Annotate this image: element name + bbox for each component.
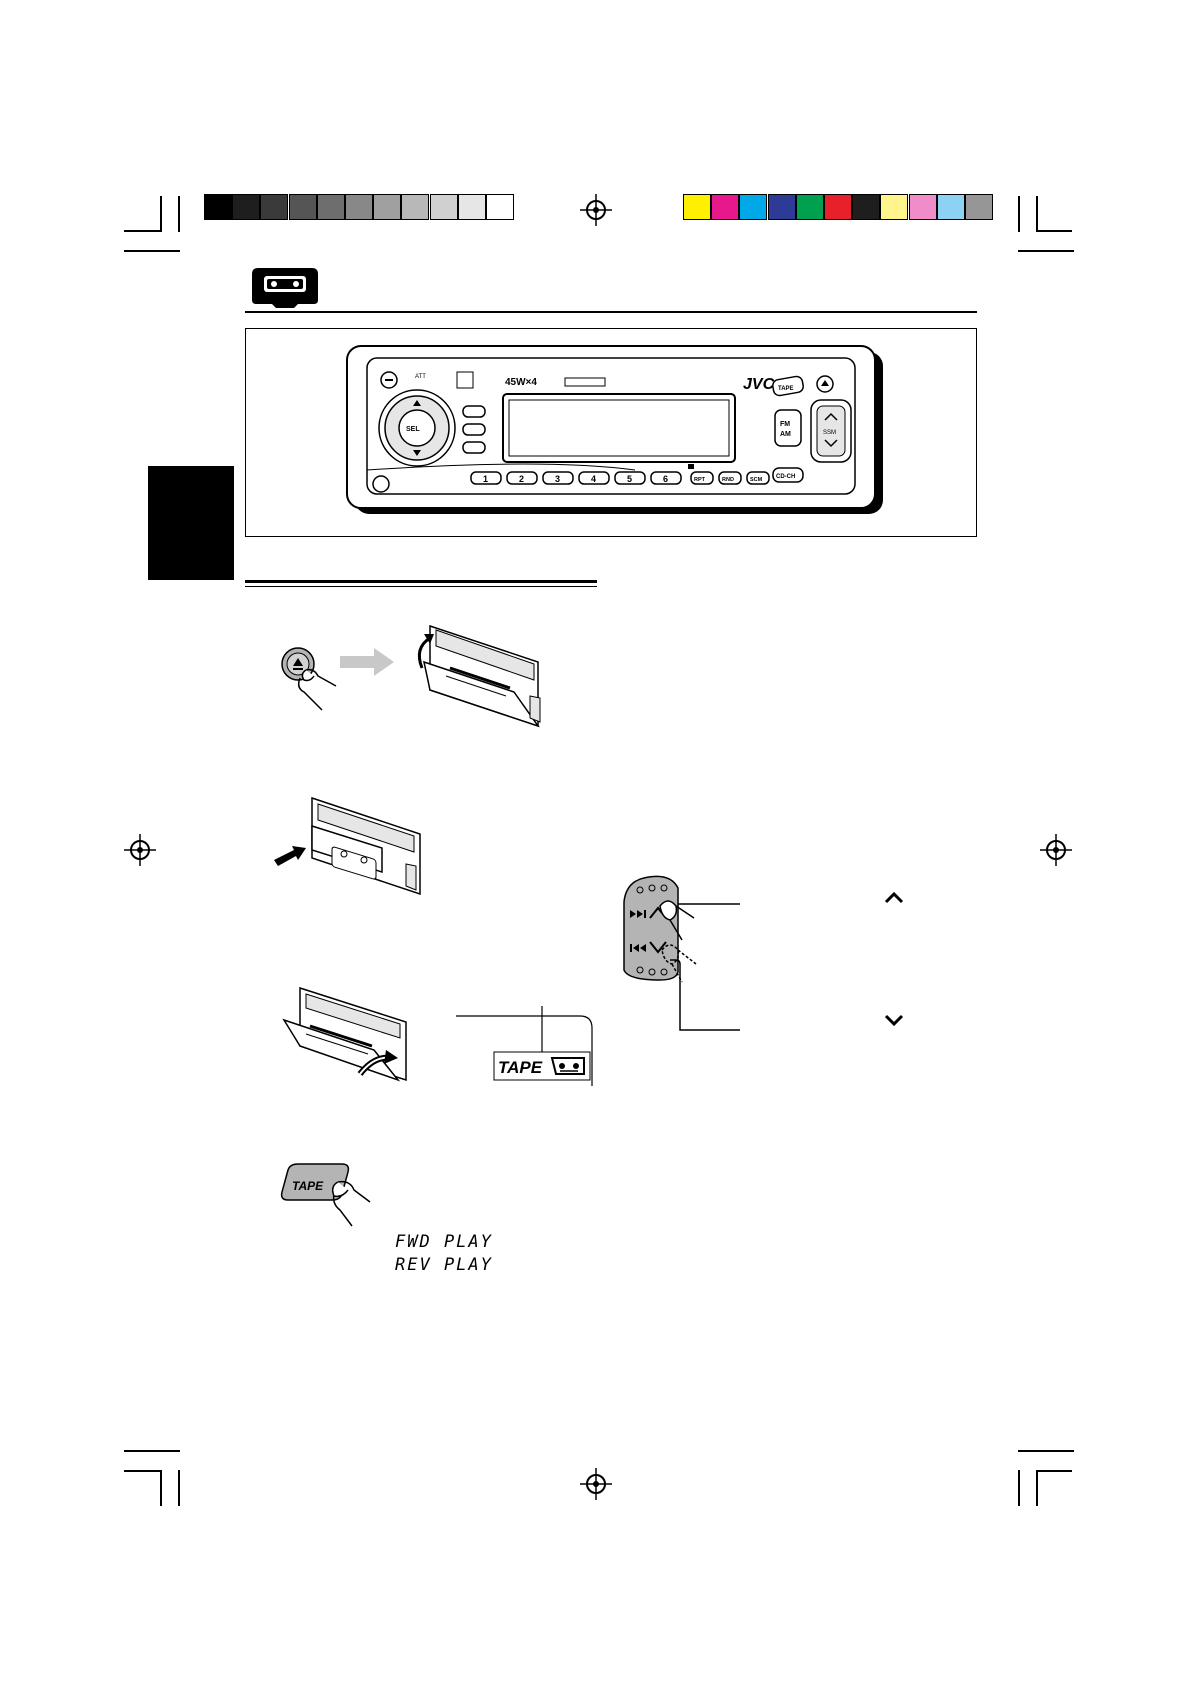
color-swatch [824, 194, 852, 220]
registration-target-right [1040, 834, 1072, 866]
power-rating-text: 45W×4 [505, 377, 537, 388]
chevron-up-icon [884, 891, 904, 904]
section-rule-thin [245, 586, 597, 587]
crop-mark [1036, 1470, 1072, 1472]
gray-swatch [232, 194, 261, 220]
tape-indicator-label: TAPE [498, 1058, 543, 1077]
svg-text:SSM: SSM [823, 430, 836, 436]
preset-button-label: 2 [519, 474, 524, 484]
crop-mark [1018, 250, 1074, 252]
svg-text:AM: AM [780, 431, 791, 438]
preset-button [650, 471, 682, 485]
function-button [718, 471, 742, 485]
color-swatch [965, 194, 993, 220]
preset-button-label: 5 [627, 474, 632, 484]
crop-mark [1036, 230, 1072, 232]
preset-button [506, 471, 538, 485]
preset-button [578, 471, 610, 485]
step4-tape-button-illustration: TAPE [280, 1163, 371, 1227]
registration-target-top [580, 194, 612, 226]
function-button-label: RND [722, 477, 734, 483]
color-swatch [908, 194, 937, 220]
color-swatch [880, 194, 909, 220]
header-rule [245, 311, 977, 313]
tape-button-label: TAPE [292, 1179, 324, 1193]
preset-button-label: 4 [591, 474, 596, 484]
crop-mark [124, 1450, 180, 1452]
gray-swatch [429, 194, 458, 220]
registration-target-bottom [580, 1468, 612, 1500]
sel-label: SEL [406, 426, 420, 433]
gray-swatch [316, 194, 345, 220]
tape-indicator-callout: TAPE [456, 1006, 593, 1086]
svg-text:TAPE: TAPE [778, 386, 794, 392]
color-swatch [852, 194, 881, 220]
crop-mark [1036, 196, 1038, 232]
preset-button [542, 471, 574, 485]
display-fwd-play: FWD PLAY [395, 1232, 493, 1252]
arrow-icon [340, 648, 394, 676]
section-rule [245, 580, 597, 583]
step2-insert-cassette-illustration [274, 796, 421, 896]
function-button [746, 471, 770, 485]
gray-swatch [486, 194, 514, 220]
crop-mark [124, 250, 180, 252]
crop-mark [124, 1470, 160, 1472]
color-swatch [739, 194, 768, 220]
crop-mark [124, 230, 160, 232]
fast-wind-control-illustration [623, 875, 740, 1031]
crop-mark [160, 1470, 162, 1506]
gray-swatch [457, 194, 486, 220]
cassette-icon [252, 268, 318, 308]
step1-panel-open-illustration [417, 624, 541, 728]
svg-text:FM: FM [780, 421, 790, 428]
color-swatch [795, 194, 824, 220]
car-stereo-front-panel: ATT 45W×4 JVC SEL 1 2 3 4 5 6 RPT RND SCM TAPE F… [346, 345, 883, 514]
side-tab [148, 466, 234, 580]
function-button-label: RPT [694, 477, 706, 483]
gray-swatch [345, 194, 373, 220]
preset-button-label: 6 [663, 474, 668, 484]
preset-button-label: 1 [483, 474, 488, 484]
step3-close-panel-illustration [282, 986, 407, 1082]
color-swatch [683, 194, 711, 220]
preset-button [614, 471, 646, 485]
function-button-label: SCM [750, 477, 763, 483]
gray-swatch [288, 194, 317, 220]
display-rev-play: REV PLAY [395, 1255, 493, 1275]
brand-logo: JVC [743, 376, 775, 393]
panel-frame [245, 328, 977, 537]
svg-text:CD-CH: CD-CH [776, 474, 795, 480]
registration-target-left [124, 834, 156, 866]
gray-swatch [401, 194, 430, 220]
crop-mark [1018, 1450, 1074, 1452]
crop-mark [1036, 1470, 1038, 1506]
color-swatch [711, 194, 740, 220]
step1-eject-illustration [281, 647, 337, 711]
color-swatch [767, 194, 796, 220]
function-button [690, 471, 714, 485]
color-swatch [936, 194, 965, 220]
gray-swatch [260, 194, 289, 220]
crop-mark [1018, 1470, 1020, 1506]
chevron-down-icon [884, 1014, 904, 1027]
gray-swatch [204, 194, 232, 220]
crop-mark [178, 1470, 180, 1506]
preset-button [470, 471, 502, 485]
preset-button-label: 3 [555, 474, 560, 484]
crop-mark [160, 196, 162, 232]
crop-mark [1018, 196, 1020, 232]
svg-text:ATT: ATT [415, 374, 426, 380]
gray-swatch [373, 194, 402, 220]
crop-mark [178, 196, 180, 232]
